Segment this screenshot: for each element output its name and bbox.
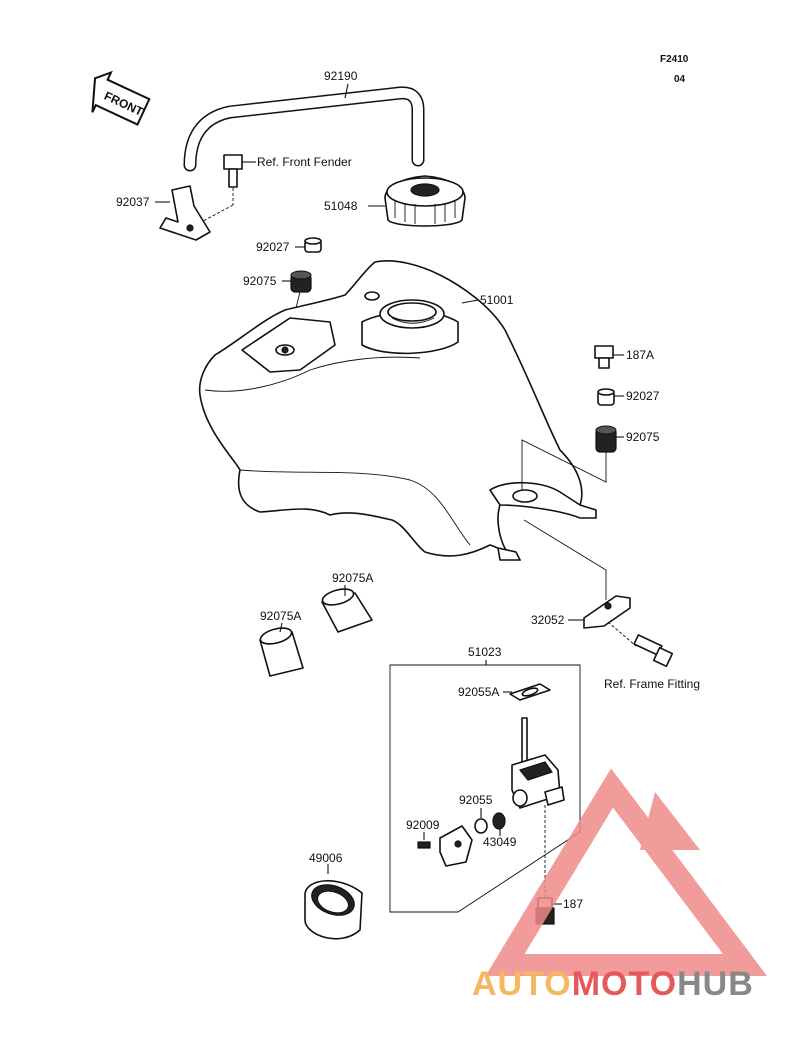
lever-plate-92009 — [417, 825, 473, 867]
fender-bolt — [223, 154, 243, 188]
label-92190: 92190 — [324, 69, 358, 83]
front-arrow-icon: FRONT — [91, 70, 151, 126]
watermark-auto: AUTO — [472, 965, 572, 1003]
strainer-43049 — [492, 812, 506, 830]
revision-code: 04 — [674, 74, 686, 85]
label-32052: 32052 — [531, 613, 565, 627]
label-51023: 51023 — [468, 645, 502, 659]
frame-fitting-bolt — [633, 634, 674, 668]
watermark-moto: MOTO — [572, 965, 677, 1003]
fuel-tank-51001 — [198, 260, 597, 561]
label-ref-front-fender: Ref. Front Fender — [257, 155, 352, 169]
label-92027-left: 92027 — [256, 240, 290, 254]
label-43049: 43049 — [483, 835, 517, 849]
watermark-text: AUTOMOTOHUB — [472, 965, 754, 1003]
seal-49006 — [304, 880, 363, 940]
label-49006: 49006 — [309, 851, 343, 865]
breather-hose-92190 — [183, 86, 425, 172]
label-92055: 92055 — [459, 793, 493, 807]
bracket-32052 — [583, 595, 631, 629]
label-92075A-lower: 92075A — [260, 609, 301, 623]
collar-92027-right — [597, 388, 615, 406]
label-187A: 187A — [626, 348, 654, 362]
bracket-92037 — [159, 185, 211, 241]
watermark-hub: HUB — [677, 965, 754, 1003]
gasket-92055A — [509, 683, 551, 701]
collar-92027-left — [304, 237, 322, 253]
label-51048: 51048 — [324, 199, 358, 213]
figure-code: F2410 — [660, 54, 689, 65]
watermark-logo — [485, 768, 768, 976]
label-92009: 92009 — [406, 818, 440, 832]
fuel-cock-body — [511, 717, 565, 809]
label-92075-left: 92075 — [243, 274, 277, 288]
label-92037: 92037 — [116, 195, 150, 209]
bolt-187A — [594, 345, 614, 369]
label-92055A: 92055A — [458, 685, 499, 699]
damper-92075A-upper — [321, 588, 373, 633]
fuel-cap-51048 — [384, 175, 466, 227]
label-51001: 51001 — [480, 293, 514, 307]
label-92027-right: 92027 — [626, 389, 660, 403]
label-92075A-upper: 92075A — [332, 571, 373, 585]
label-ref-frame-fitting: Ref. Frame Fitting — [604, 677, 700, 691]
grommet-92075-right — [595, 425, 617, 453]
label-92075-right: 92075 — [626, 430, 660, 444]
label-187: 187 — [563, 897, 583, 911]
grommet-92075-left — [290, 270, 312, 293]
damper-92075A-lower — [259, 627, 304, 677]
o-ring-92055 — [474, 818, 488, 834]
